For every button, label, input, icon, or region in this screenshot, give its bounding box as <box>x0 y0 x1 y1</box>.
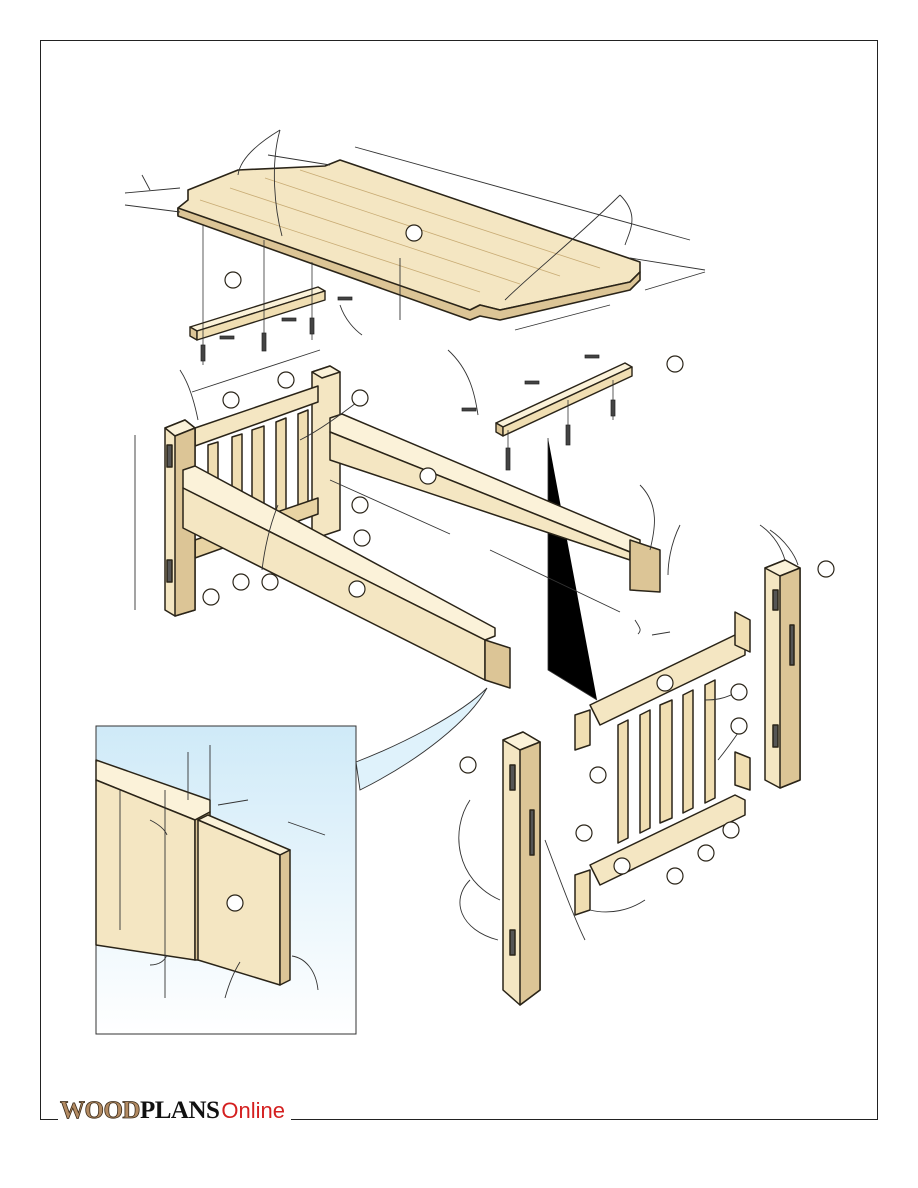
callout-leg-front-right <box>459 756 477 774</box>
cleat-front <box>189 286 326 341</box>
callout-circles <box>202 224 835 912</box>
callout-right-slat-d <box>575 824 593 842</box>
callout-leg-front-left <box>202 588 220 606</box>
top-leader-arrows <box>237 129 633 336</box>
callout-end-slat-4 <box>232 573 250 591</box>
callout-detail-stretcher <box>226 894 244 912</box>
cleat-back <box>495 362 633 437</box>
callout-right-slat-c <box>589 766 607 784</box>
callout-cleat-front <box>224 271 242 289</box>
left-dimensions <box>134 349 681 636</box>
callout-end-slat-1 <box>222 391 240 409</box>
logo-plans-text: PLANS <box>139 1097 220 1124</box>
callout-end-slat-5 <box>261 573 279 591</box>
screws <box>200 296 616 471</box>
callout-end-slat-3 <box>353 529 371 547</box>
callout-right-slat-b <box>730 717 748 735</box>
callout-right-slat-f <box>697 844 715 862</box>
callout-front-stretcher <box>348 580 366 598</box>
logo-online-text: Online <box>221 1098 286 1123</box>
callout-top <box>405 224 423 242</box>
detail-connector <box>355 687 488 791</box>
callout-right-bottom-rail <box>613 857 631 875</box>
top-dimensions <box>124 146 706 331</box>
callout-end-top-rail <box>277 371 295 389</box>
callout-back-stretcher <box>419 467 437 485</box>
callout-leg-back-right <box>817 560 835 578</box>
callout-cleat-back <box>666 355 684 373</box>
logo-wood-text: WOOD <box>60 1097 141 1125</box>
callout-right-slat-a <box>730 683 748 701</box>
woodplans-online-logo: WOODPLANSOnline <box>58 1097 292 1127</box>
callout-right-slat-g <box>666 867 684 885</box>
top-panel <box>177 159 641 321</box>
footer-rule <box>328 1119 877 1120</box>
callout-right-top-rail <box>656 674 674 692</box>
front-stretcher <box>182 465 511 689</box>
back-stretcher <box>329 413 661 593</box>
right-end-panel <box>574 611 751 916</box>
leg-back-right <box>764 559 801 789</box>
callout-end-slat-2 <box>351 389 369 407</box>
callout-end-bottom-rail <box>351 496 369 514</box>
leg-front-right <box>502 731 541 1006</box>
callout-right-slat-e <box>722 821 740 839</box>
detail-tenon-inset <box>95 725 357 1035</box>
